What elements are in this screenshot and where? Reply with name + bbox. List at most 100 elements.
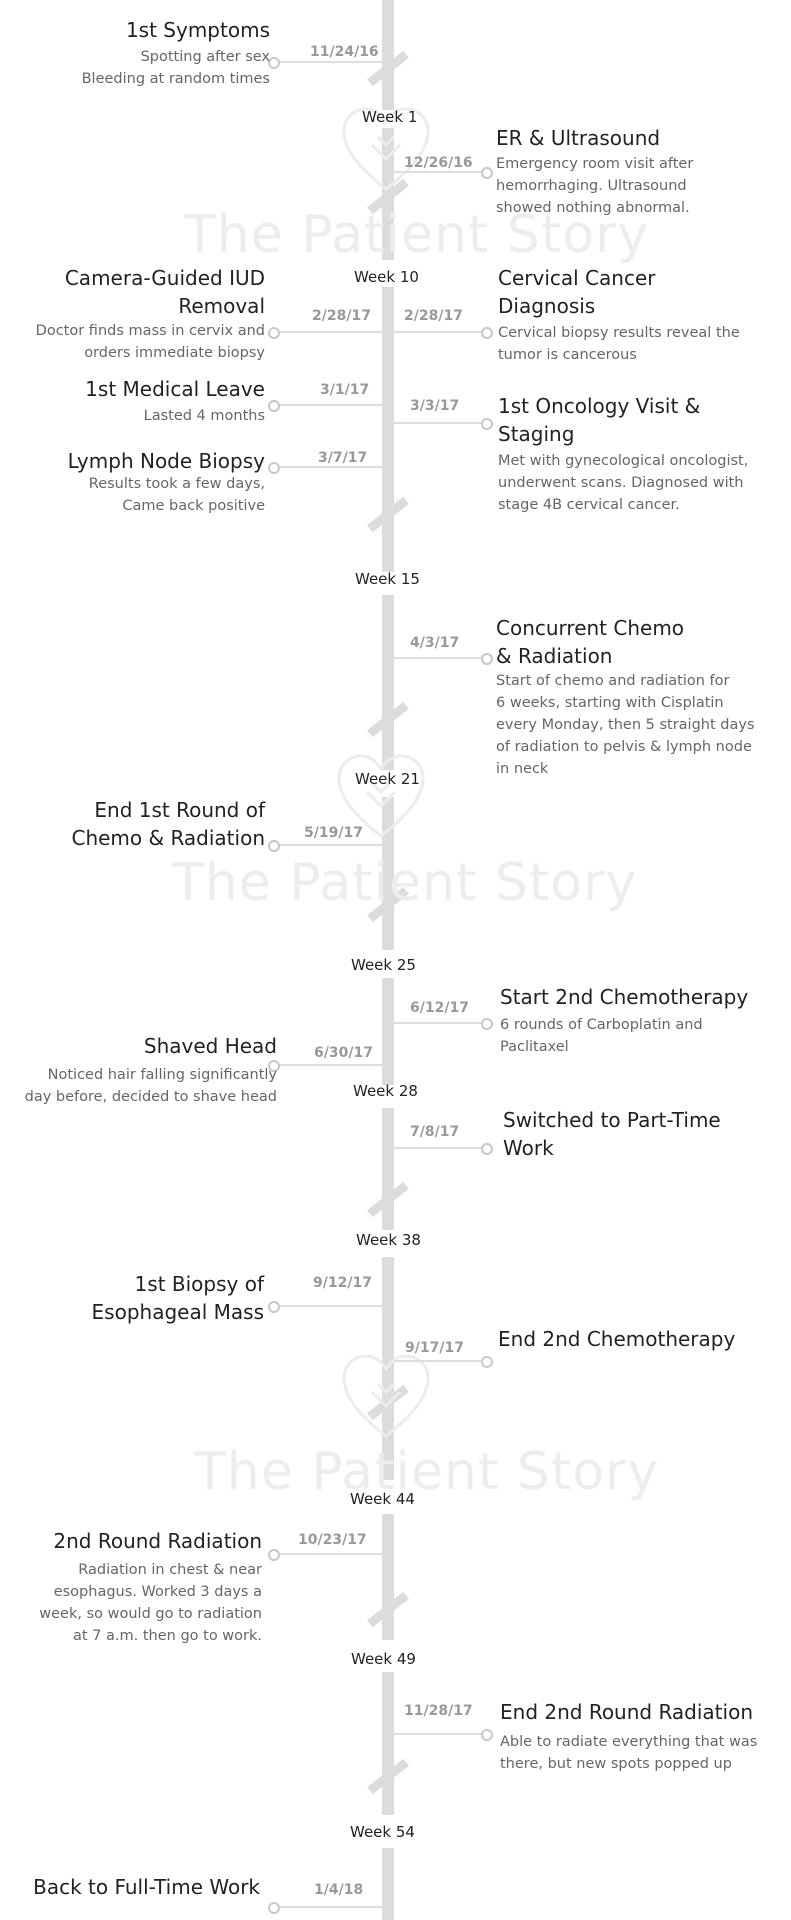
- event-title: 2nd Round Radiation: [53, 1529, 262, 1553]
- watermark-text: The Patient Story: [194, 1442, 660, 1502]
- event-connector: [276, 404, 382, 406]
- event-title: 1st Oncology Visit & Staging: [498, 394, 701, 446]
- timeline-spine: [382, 1672, 394, 1815]
- event-date: 6/12/17: [410, 1000, 469, 1016]
- timeline-spine: [382, 595, 394, 770]
- week-label: Week 25: [351, 956, 416, 974]
- event-description: Radiation in chest & near esophagus. Wor…: [39, 1562, 262, 1644]
- event-date: 11/28/17: [404, 1703, 473, 1719]
- event-title: End 1st Round of Chemo & Radiation: [71, 798, 265, 850]
- event-title: Cervical Cancer Diagnosis: [498, 266, 656, 318]
- heart-hands-icon: [342, 107, 430, 191]
- event-date: 11/24/16: [310, 44, 379, 60]
- timeline-spine: [382, 0, 394, 110]
- week-label: Week 10: [354, 268, 419, 286]
- event-description: Emergency room visit after hemorrhaging.…: [496, 156, 694, 216]
- timeline-spine: [382, 1848, 394, 1920]
- event-dot: [481, 1356, 493, 1368]
- event-date: 2/28/17: [404, 308, 463, 324]
- event-connector: [394, 331, 484, 333]
- event-connector: [394, 171, 484, 173]
- event-date: 12/26/16: [404, 155, 473, 171]
- event-title: Concurrent Chemo & Radiation: [496, 616, 685, 668]
- event-title: Camera-Guided IUD Removal: [64, 266, 265, 318]
- watermark-text: The Patient Story: [184, 205, 650, 265]
- event-connector: [394, 1360, 484, 1362]
- event-connector: [276, 1064, 382, 1066]
- week-label: Week 44: [350, 1490, 415, 1508]
- event-connector: [394, 1022, 484, 1024]
- event-date: 2/28/17: [312, 308, 371, 324]
- event-connector: [276, 61, 382, 63]
- event-connector: [394, 657, 484, 659]
- event-title: End 2nd Chemotherapy: [498, 1327, 736, 1351]
- event-connector: [276, 844, 382, 846]
- event-dot: [268, 1902, 280, 1914]
- event-title: Start 2nd Chemotherapy: [500, 985, 749, 1009]
- event-date: 1/4/18: [314, 1882, 364, 1898]
- event-date: 9/12/17: [313, 1275, 372, 1291]
- event-date: 3/7/17: [318, 450, 368, 466]
- event-date: 5/19/17: [304, 825, 363, 841]
- event-title: Shaved Head: [143, 1034, 277, 1058]
- event-title: 1st Biopsy of Esophageal Mass: [91, 1272, 264, 1324]
- event-title: ER & Ultrasound: [496, 126, 661, 150]
- week-label: Week 15: [355, 570, 420, 588]
- event-dot: [268, 840, 280, 852]
- event-description: Met with gynecological oncologist, under…: [498, 453, 749, 513]
- event-date: 4/3/17: [410, 635, 460, 651]
- event-description: Spotting after sex Bleeding at random ti…: [81, 49, 270, 87]
- event-dot: [481, 1018, 493, 1030]
- week-label: Week 28: [353, 1082, 418, 1100]
- event-title: 1st Symptoms: [125, 18, 270, 42]
- week-label: Week 1: [362, 108, 418, 126]
- week-label: Week 38: [356, 1231, 421, 1249]
- event-dot: [481, 653, 493, 665]
- heart-hands-icon: [342, 1354, 430, 1438]
- event-date: 6/30/17: [314, 1045, 373, 1061]
- event-description: Lasted 4 months: [143, 408, 265, 424]
- event-title: 1st Medical Leave: [85, 377, 265, 401]
- event-connector: [394, 422, 484, 424]
- event-connector: [394, 1147, 484, 1149]
- event-dot: [481, 327, 493, 339]
- event-dot: [268, 327, 280, 339]
- timeline-spine: [382, 1514, 394, 1640]
- heart-hands-icon: [337, 754, 425, 838]
- event-date: 3/1/17: [320, 382, 370, 398]
- event-connector: [276, 1305, 382, 1307]
- event-dot: [481, 1143, 493, 1155]
- event-dot: [268, 57, 280, 69]
- event-description: Cervical biopsy results reveal the tumor…: [498, 325, 740, 363]
- event-description: Results took a few days, Came back posit…: [88, 476, 265, 514]
- event-dot: [268, 1301, 280, 1313]
- event-date: 7/8/17: [410, 1124, 460, 1140]
- event-dot: [268, 462, 280, 474]
- week-label: Week 21: [355, 770, 420, 788]
- event-description: Doctor finds mass in cervix and orders i…: [35, 323, 265, 361]
- event-title: Switched to Part-Time Work: [503, 1108, 721, 1160]
- event-connector: [276, 466, 382, 468]
- event-dot: [268, 1060, 280, 1072]
- event-description: Able to radiate everything that was ther…: [500, 1734, 758, 1772]
- week-label: Week 49: [351, 1650, 416, 1668]
- event-dot: [481, 418, 493, 430]
- event-connector: [276, 331, 382, 333]
- event-date: 10/23/17: [298, 1532, 367, 1548]
- event-connector: [394, 1733, 484, 1735]
- week-label: Week 54: [350, 1823, 415, 1841]
- event-description: Start of chemo and radiation for 6 weeks…: [496, 673, 755, 777]
- event-dot: [481, 1729, 493, 1741]
- event-connector: [276, 1906, 382, 1908]
- event-title: End 2nd Round Radiation: [500, 1700, 753, 1724]
- timeline-spine: [382, 287, 394, 572]
- watermark-text: The Patient Story: [172, 853, 638, 913]
- timeline-spine: [382, 978, 394, 1085]
- event-description: Noticed hair falling significantly day b…: [24, 1067, 277, 1105]
- event-dot: [268, 1549, 280, 1561]
- event-connector: [276, 1553, 382, 1555]
- event-date: 3/3/17: [410, 398, 460, 414]
- timeline-spine: [382, 1108, 394, 1230]
- event-description: 6 rounds of Carboplatin and Paclitaxel: [500, 1017, 703, 1055]
